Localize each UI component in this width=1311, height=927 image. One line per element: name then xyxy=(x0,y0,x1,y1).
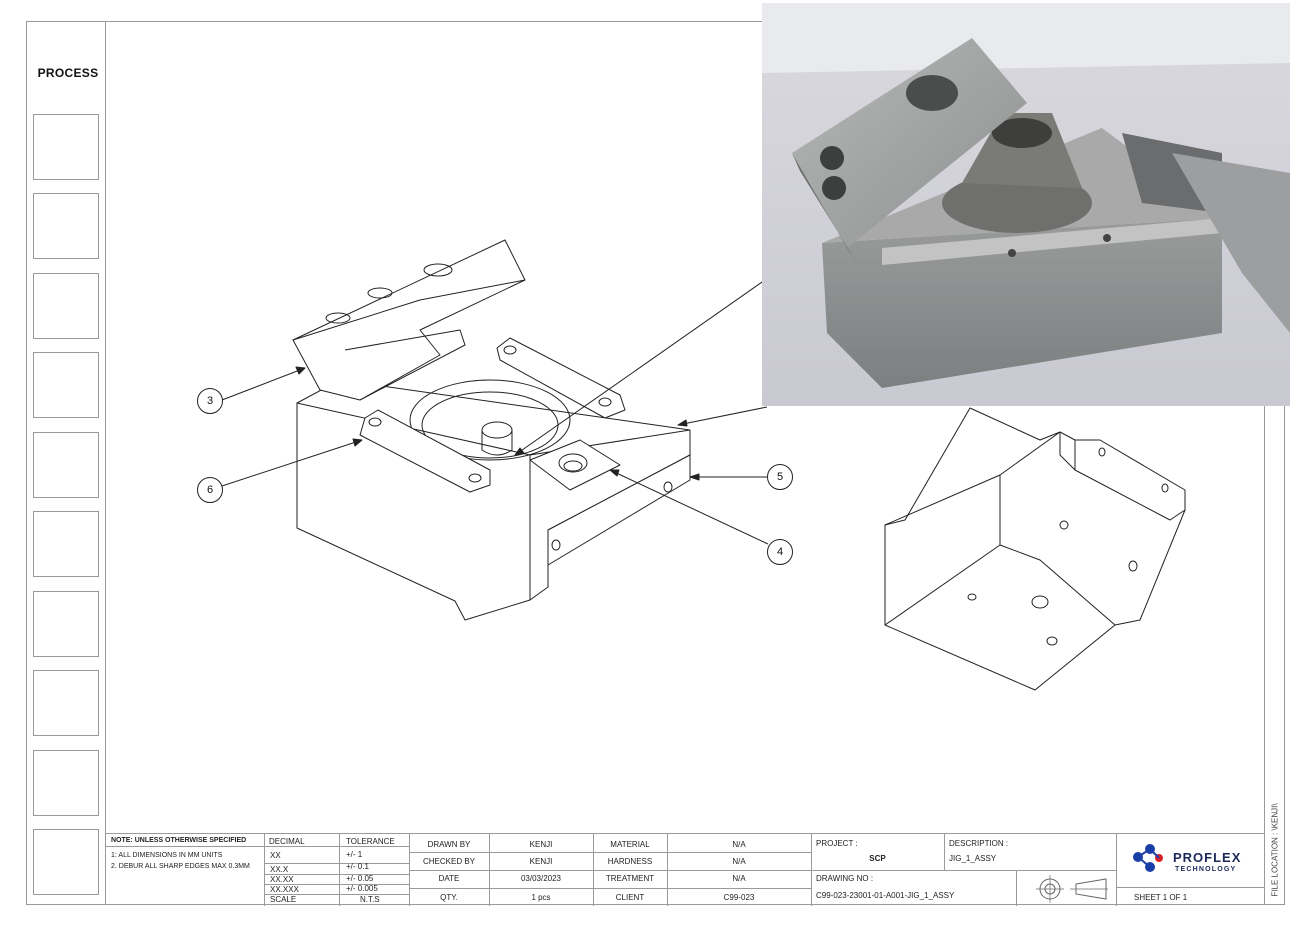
proflex-logo-icon xyxy=(1133,844,1163,872)
decimal-cell: XX.XXX xyxy=(270,885,299,894)
material-label: MATERIAL xyxy=(610,840,650,849)
drawn-by-value: KENJI xyxy=(529,840,553,849)
drawing-sheet-border xyxy=(26,21,1285,905)
treatment-label: TREATMENT xyxy=(605,874,655,883)
process-box xyxy=(33,750,99,816)
notes-header: NOTE: UNLESS OTHERWISE SPECIFIED xyxy=(111,837,247,844)
process-box xyxy=(33,432,99,498)
process-box xyxy=(33,273,99,339)
tolerance-cell: +/- 1 xyxy=(346,850,363,859)
date-value: 03/03/2023 xyxy=(520,874,562,883)
checked-by-value: KENJI xyxy=(529,857,553,866)
isometric-view-bottom xyxy=(884,407,1186,691)
material-value: N/A xyxy=(732,840,746,849)
leader-lines xyxy=(221,279,769,545)
process-label: PROCESS xyxy=(37,66,99,80)
decimal-cell: XX.XX xyxy=(270,875,294,884)
qty-value: 1 pcs xyxy=(531,893,551,902)
drawing-no-value: C99-023-23001-01-A001-JIG_1_ASSY xyxy=(816,891,955,900)
project-label: PROJECT : xyxy=(816,839,858,848)
tolerance-cell: +/- 0.1 xyxy=(346,862,369,871)
decimal-header: DECIMAL xyxy=(269,837,305,846)
note-line: 1: ALL DIMENSIONS IN MM UNITS xyxy=(111,852,223,859)
jig-photo xyxy=(762,3,1290,406)
process-box xyxy=(33,193,99,259)
treatment-value: N/A xyxy=(732,874,746,883)
drawing-no-label: DRAWING NO : xyxy=(816,874,874,883)
logo-name: PROFLEX xyxy=(1173,850,1242,865)
third-angle-projection-icon xyxy=(1036,875,1108,903)
tolerance-cell: +/- 0.005 xyxy=(346,884,378,893)
process-box xyxy=(33,591,99,657)
isometric-view-main xyxy=(292,239,691,621)
process-box xyxy=(33,670,99,736)
checked-by-label: CHECKED BY xyxy=(422,857,475,866)
client-value: C99-023 xyxy=(723,893,755,902)
sheet-number: SHEET 1 OF 1 xyxy=(1134,893,1188,902)
title-block: NOTE: UNLESS OTHERWISE SPECIFIED 1: ALL … xyxy=(106,833,1264,906)
tolerance-header: TOLERANCE xyxy=(346,837,395,846)
balloon-3: 3 xyxy=(197,388,223,414)
tolerance-cell: N.T.S xyxy=(360,895,380,904)
decimal-cell: XX xyxy=(270,851,281,860)
hardness-label: HARDNESS xyxy=(607,857,653,866)
description-value: JIG_1_ASSY xyxy=(949,854,997,863)
process-box xyxy=(33,352,99,418)
hardness-value: N/A xyxy=(732,857,746,866)
note-line: 2. DEBUR ALL SHARP EDGES MAX 0.3MM xyxy=(111,863,250,870)
balloon-5: 5 xyxy=(767,464,793,490)
file-location-strip xyxy=(1264,406,1285,905)
tolerance-cell: +/- 0.05 xyxy=(346,874,374,883)
process-box xyxy=(33,829,99,895)
balloon-6: 6 xyxy=(197,477,223,503)
process-box xyxy=(33,511,99,577)
client-label: CLIENT xyxy=(615,893,645,902)
balloon-4: 4 xyxy=(767,539,793,565)
logo-subtitle: TECHNOLOGY xyxy=(1175,866,1237,873)
description-label: DESCRIPTION : xyxy=(949,839,1009,848)
process-column xyxy=(26,21,106,905)
process-box xyxy=(33,114,99,180)
date-label: DATE xyxy=(438,874,460,883)
decimal-cell: SCALE xyxy=(270,895,297,904)
project-value: SCP xyxy=(869,854,886,863)
drawn-by-label: DRAWN BY xyxy=(427,840,471,849)
qty-label: QTY. xyxy=(440,893,458,902)
decimal-cell: XX.X xyxy=(270,865,289,874)
